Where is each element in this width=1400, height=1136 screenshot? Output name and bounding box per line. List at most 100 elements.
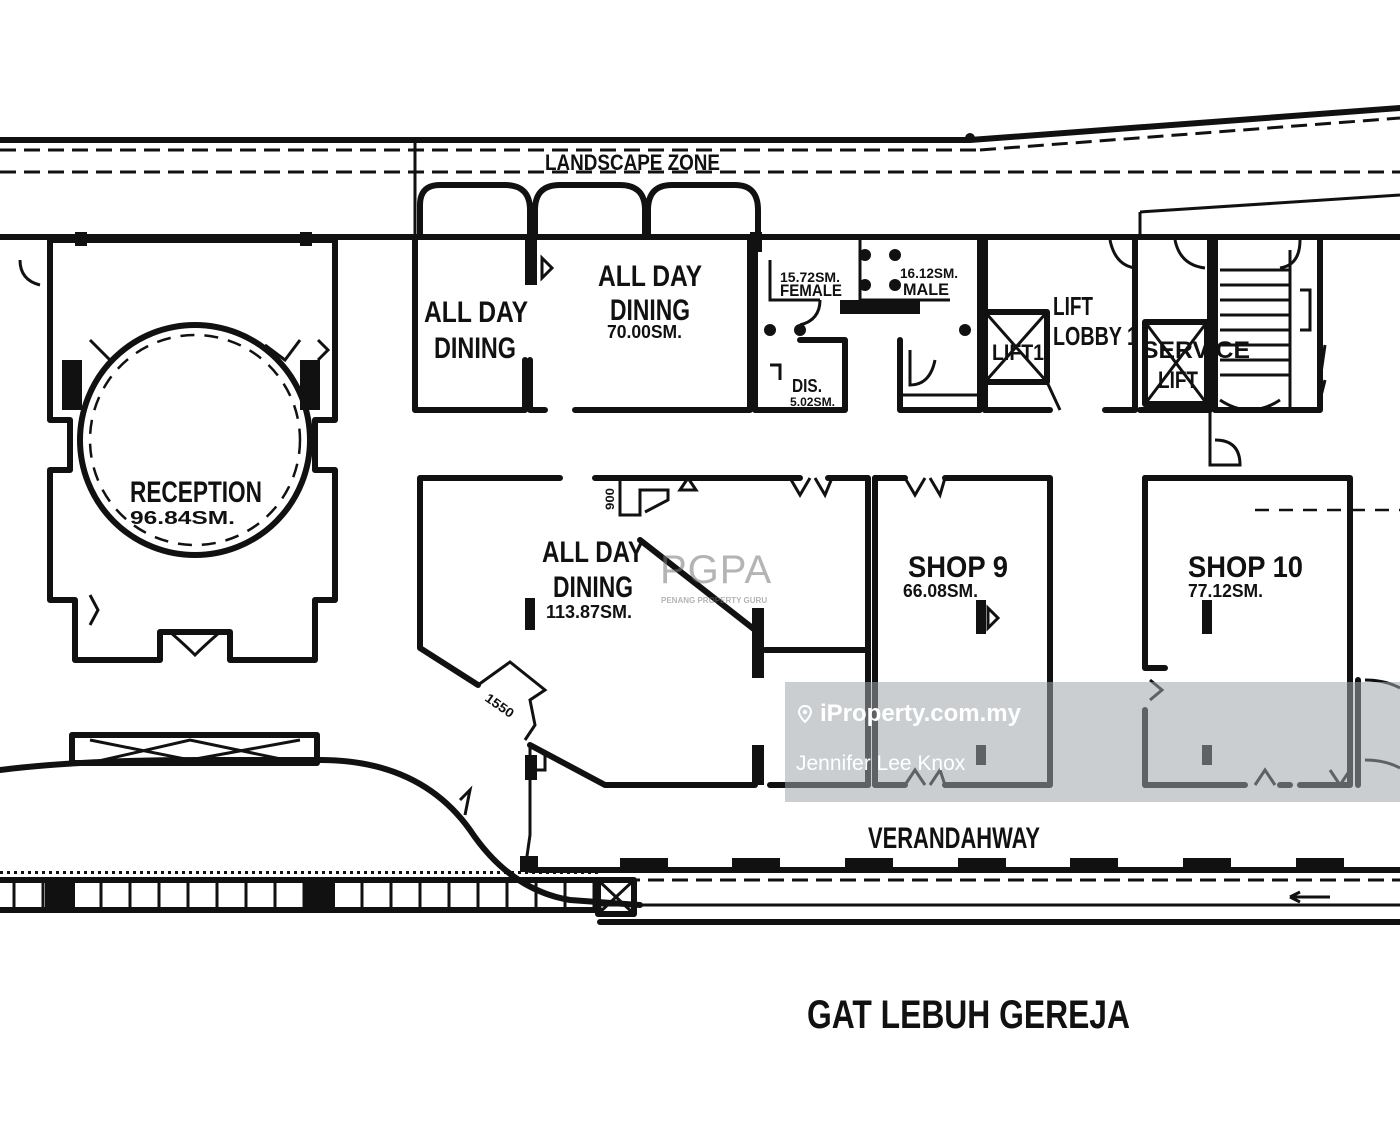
rail-dot — [392, 871, 395, 874]
rail-dot — [511, 871, 514, 874]
rail-ticks — [0, 871, 598, 910]
street-label: GAT LEBUH GEREJA — [807, 993, 1130, 1037]
left-dining-label-2: DINING — [434, 332, 516, 365]
shop9-label: SHOP 9 — [908, 551, 1008, 584]
lift-lobby — [982, 237, 1138, 413]
rail-dot — [427, 871, 430, 874]
rail-dot — [224, 871, 227, 874]
rail-dot — [0, 871, 3, 874]
rail-dot — [413, 871, 416, 874]
rail-dot — [231, 871, 234, 874]
agent-name: Jennifer Lee Knox — [796, 752, 966, 775]
rail-dot — [203, 871, 206, 874]
rail-dot — [469, 871, 472, 874]
rail-dot — [147, 871, 150, 874]
male-area: 16.12SM. — [900, 265, 958, 281]
rail-dot — [497, 871, 500, 874]
lift1-label: LIFT1 — [992, 340, 1044, 365]
female-label: FEMALE — [780, 281, 842, 300]
rail-dot — [490, 871, 493, 874]
iproperty-brand: iProperty.com.my — [820, 700, 1021, 727]
rail-dot — [420, 871, 423, 874]
rail-dot — [315, 871, 318, 874]
rail-dot — [56, 871, 59, 874]
rail-dot — [595, 871, 598, 874]
rail-dot — [567, 871, 570, 874]
entrance-canopy — [0, 732, 643, 908]
toilet-block — [752, 237, 988, 413]
dis-label: DIS. — [792, 376, 822, 396]
rail-dot — [63, 871, 66, 874]
rail-dot — [126, 871, 129, 874]
rail-dot — [476, 871, 479, 874]
service-lift-stair — [1137, 237, 1327, 467]
rail-dot — [455, 871, 458, 874]
pgpa-watermark: PGPA PENANG PROPERTY GURU — [660, 548, 780, 612]
reception-label: RECEPTION — [130, 476, 262, 509]
rail-dot — [196, 871, 199, 874]
rail-dot — [217, 871, 220, 874]
shop9-area: 66.08SM. — [903, 581, 978, 601]
shop10-area: 77.12SM. — [1188, 581, 1263, 601]
rail-dot — [553, 871, 556, 874]
rail-dot — [364, 871, 367, 874]
rail-dot — [210, 871, 213, 874]
shop10-label: SHOP 10 — [1188, 551, 1303, 584]
verandah-colonnade — [0, 856, 1400, 925]
rail-dot — [301, 871, 304, 874]
rail-dot — [28, 871, 31, 874]
rail-dot — [532, 871, 535, 874]
rail-dot — [560, 871, 563, 874]
rail-dot — [245, 871, 248, 874]
main-dining-label-2: DINING — [553, 571, 633, 604]
rail-dot — [273, 871, 276, 874]
rail-dot — [154, 871, 157, 874]
rail-dot — [448, 871, 451, 874]
rail-dot — [168, 871, 171, 874]
rail-dot — [322, 871, 325, 874]
lift-lobby-label-1: LIFT — [1053, 291, 1093, 321]
rail-dot — [385, 871, 388, 874]
female-area: 15.72SM. — [780, 269, 840, 285]
rail-dot — [308, 871, 311, 874]
male-label: MALE — [903, 280, 949, 299]
main-dining-area: 113.87SM. — [546, 602, 632, 622]
rail-dot — [287, 871, 290, 874]
rail-dot — [252, 871, 255, 874]
service-lift-label-2: LIFT — [1158, 367, 1198, 394]
rail-dot — [581, 871, 584, 874]
rail-dot — [161, 871, 164, 874]
rail-dot — [133, 871, 136, 874]
rail-dot — [175, 871, 178, 874]
rail-dot — [406, 871, 409, 874]
pgpa-sub-text: PENANG PROPERTY GURU — [661, 596, 768, 605]
rail-dot — [434, 871, 437, 874]
rail-dot — [574, 871, 577, 874]
top-dining-area: 70.00SM. — [607, 322, 682, 342]
rail-dot — [378, 871, 381, 874]
rail-dot — [238, 871, 241, 874]
rail-dot — [518, 871, 521, 874]
lift-lobby-label-2: LOBBY 1 — [1053, 321, 1138, 351]
rail-dot — [483, 871, 486, 874]
rail-dot — [7, 871, 10, 874]
rail-dot — [546, 871, 549, 874]
rail-dot — [119, 871, 122, 874]
landscape-zone-label: LANDSCAPE ZONE — [545, 150, 720, 175]
rail-dot — [42, 871, 45, 874]
rail-dot — [336, 871, 339, 874]
service-lift-label-1: SERVICE — [1142, 337, 1250, 364]
rail-dot — [588, 871, 591, 874]
rail-dot — [329, 871, 332, 874]
landscape-zone-boundary — [0, 105, 1400, 240]
left-dining-label-1: ALL DAY — [424, 296, 528, 329]
rail-dot — [259, 871, 262, 874]
rail-dot — [343, 871, 346, 874]
rail-dot — [280, 871, 283, 874]
rail-dot — [70, 871, 73, 874]
rail-dot — [35, 871, 38, 874]
rail-dot — [357, 871, 360, 874]
rail-dot — [294, 871, 297, 874]
rail-dot — [49, 871, 52, 874]
verandahway-label: VERANDAHWAY — [868, 822, 1040, 855]
